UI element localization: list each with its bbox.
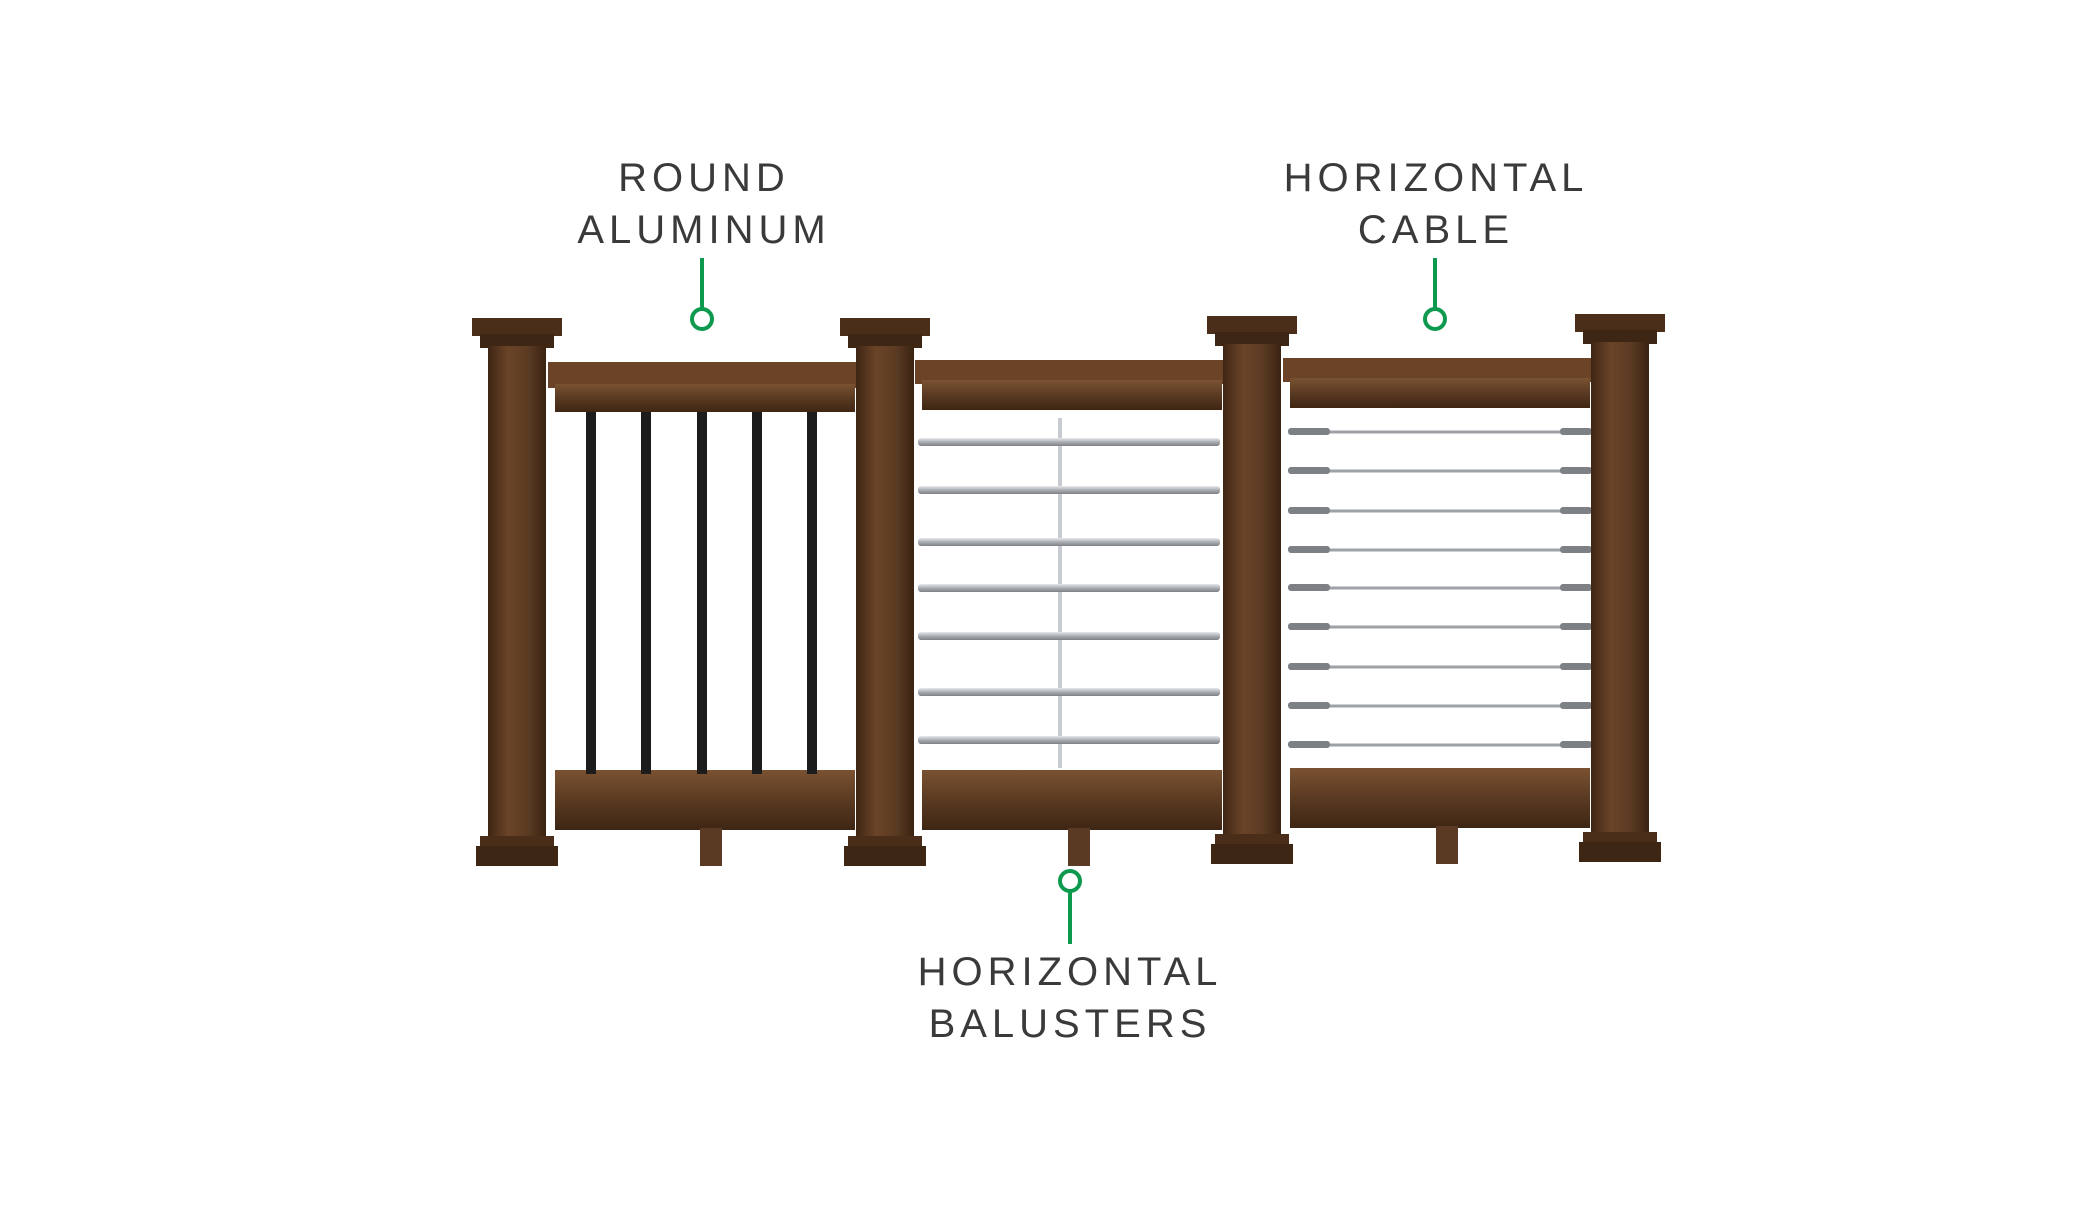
callout-marker-icon: [1058, 869, 1082, 893]
label-horizontal-balusters: HORIZONTAL BALUSTERS: [860, 946, 1280, 1050]
post-1: [472, 318, 562, 866]
horizontal-cables: [1288, 428, 1592, 748]
callout-marker-round-aluminum: [690, 258, 714, 331]
support-block-1: [700, 828, 722, 866]
label-round-aluminum-line1: ROUND: [618, 156, 790, 200]
bottom-rail-3: [1290, 768, 1590, 828]
post-2: [840, 318, 930, 866]
bottom-rail-2: [922, 770, 1222, 830]
label-horizontal-cable-line1: HORIZONTAL: [1283, 156, 1589, 200]
label-horizontal-cable-line2: CABLE: [1357, 208, 1515, 252]
callout-marker-icon: [1423, 307, 1447, 331]
label-horizontal-balusters-line1: HORIZONTAL: [917, 950, 1223, 994]
top-rail-2: [915, 360, 1225, 410]
post-3: [1207, 316, 1297, 864]
label-horizontal-balusters-line2: BALUSTERS: [928, 1002, 1212, 1046]
round-aluminum-balusters: [586, 412, 817, 774]
label-round-aluminum-line2: ALUMINUM: [577, 208, 831, 252]
callout-marker-icon: [690, 307, 714, 331]
callout-marker-horizontal-cable: [1423, 258, 1447, 331]
bottom-rail-1: [555, 770, 855, 830]
callout-marker-horizontal-balusters: [1058, 869, 1082, 944]
horizontal-balusters: [918, 418, 1220, 768]
top-rail-3: [1283, 358, 1593, 408]
top-rail-1: [548, 362, 858, 412]
post-4: [1575, 314, 1665, 862]
label-round-aluminum: ROUND ALUMINUM: [494, 152, 914, 256]
label-horizontal-cable: HORIZONTAL CABLE: [1226, 152, 1646, 256]
support-block-3: [1436, 826, 1458, 864]
support-block-2: [1068, 828, 1090, 866]
